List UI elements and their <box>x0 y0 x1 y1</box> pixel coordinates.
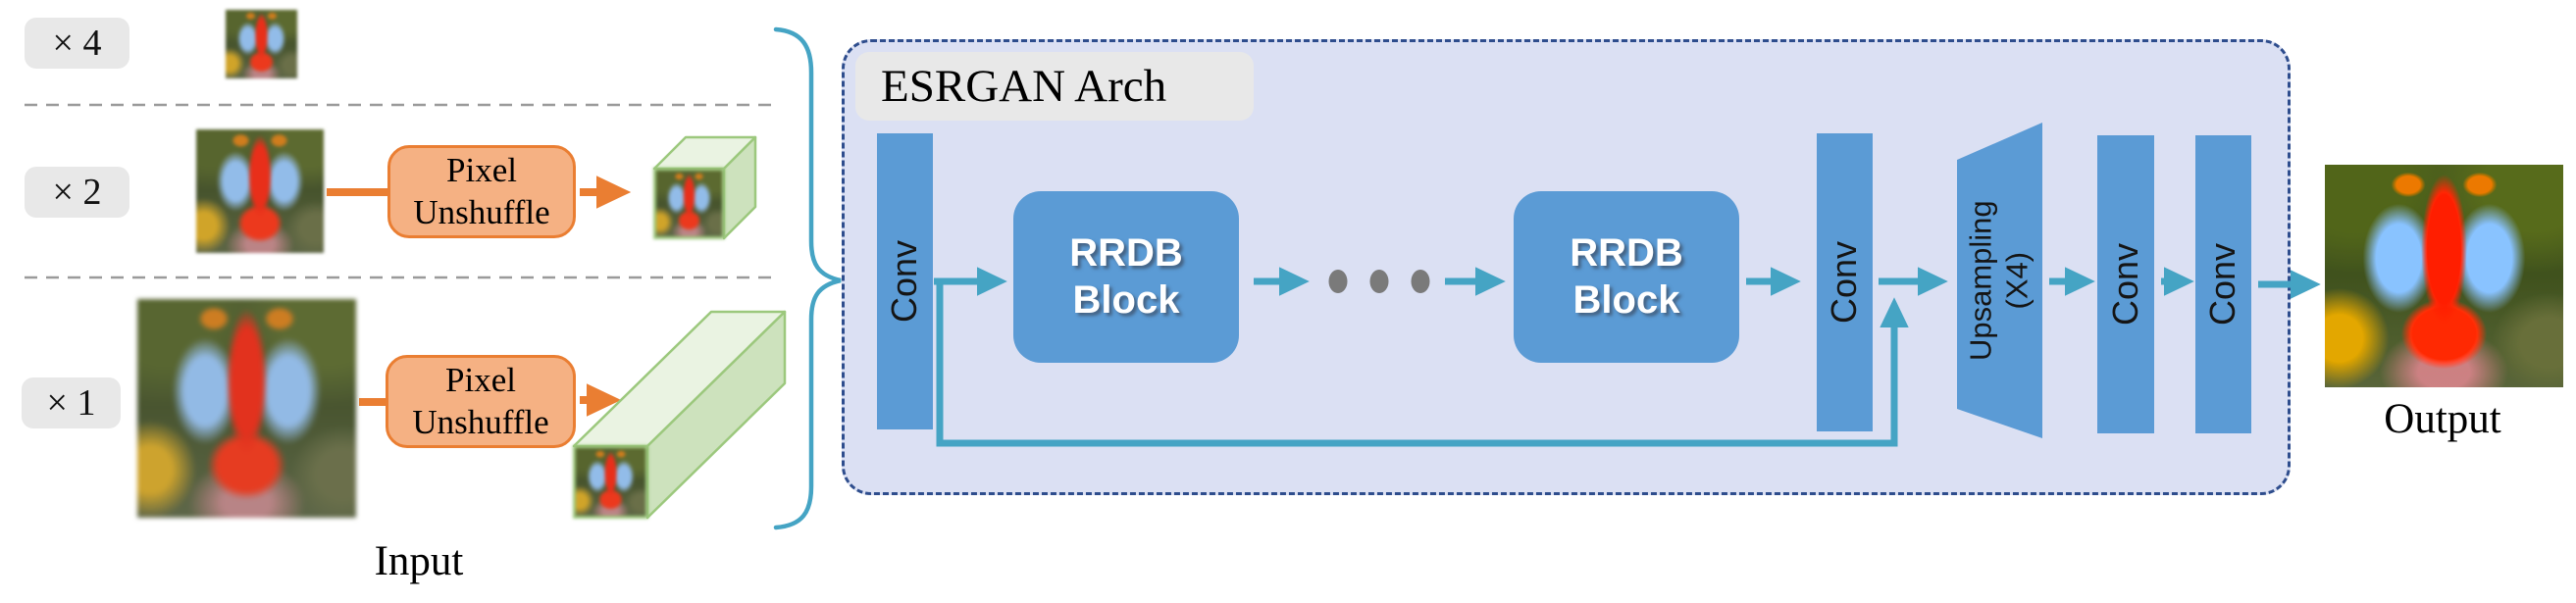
upsampling-label: Upsampling (X4) <box>1921 200 2078 361</box>
feature-cube-top <box>652 135 757 171</box>
input-image-x2 <box>196 129 324 253</box>
scale-badge-x2: × 2 <box>25 167 129 218</box>
scale-badge-x1: × 1 <box>22 377 121 428</box>
pixel-unshuffle-box-x1: Pixel Unshuffle <box>386 355 576 448</box>
feature-bar-top <box>572 310 787 448</box>
conv-label: Conv <box>884 239 925 324</box>
rrdb-block-2: RRDB Block <box>1514 191 1739 363</box>
rrdb-label: Block <box>1072 277 1180 322</box>
pixel-unshuffle-box-x2: Pixel Unshuffle <box>387 145 576 238</box>
output-image <box>2325 165 2563 387</box>
pixel-unshuffle-label: Unshuffle <box>413 192 550 231</box>
panel-title: ESRGAN Arch <box>855 52 1254 121</box>
brace-icon <box>773 26 842 530</box>
input-image-x1 <box>137 299 356 518</box>
feature-cube-front-image <box>653 168 725 239</box>
scale-badge-label: × 1 <box>46 382 96 424</box>
conv-label: Conv <box>2105 242 2146 327</box>
conv-label: Conv <box>2202 242 2243 327</box>
scale-badge-x4: × 4 <box>25 18 129 69</box>
output-caption: Output <box>2384 396 2501 442</box>
conv-block-3: Conv <box>2097 135 2154 433</box>
feature-cube-side <box>722 135 757 240</box>
pixel-unshuffle-label: Unshuffle <box>412 402 549 441</box>
conv-label: Conv <box>1824 240 1865 325</box>
feature-bar-front-image <box>573 445 648 519</box>
feature-bar-side <box>645 310 787 520</box>
conv-block-4: Conv <box>2195 135 2251 433</box>
input-caption: Input <box>374 538 464 584</box>
scale-badge-label: × 2 <box>52 172 102 213</box>
upsampling-label-line: Upsampling <box>1963 200 1998 361</box>
upsampling-label-line: (X4) <box>2000 251 2035 310</box>
scale-badge-label: × 4 <box>52 23 102 64</box>
rrdb-label: RRDB <box>1069 231 1183 276</box>
rrdb-label: RRDB <box>1570 231 1683 276</box>
input-image-x4 <box>226 10 297 78</box>
conv-block-2: Conv <box>1817 133 1873 431</box>
rrdb-block-1: RRDB Block <box>1013 191 1239 363</box>
pixel-unshuffle-label: Pixel <box>446 150 517 189</box>
conv-block-1: Conv <box>877 133 933 429</box>
rrdb-label: Block <box>1572 277 1680 322</box>
pixel-unshuffle-label: Pixel <box>445 360 516 399</box>
